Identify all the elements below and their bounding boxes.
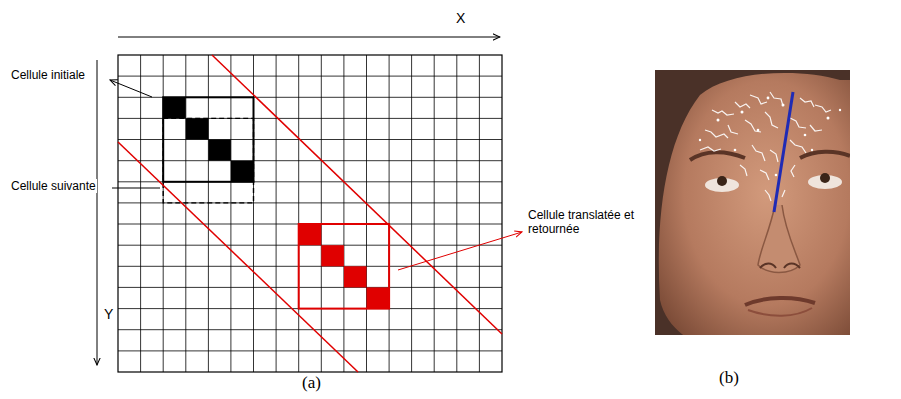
band-line [212, 55, 502, 334]
band-line [118, 142, 358, 372]
initial-cell [163, 97, 253, 182]
translated-cell [299, 224, 389, 309]
y-axis-arrow [97, 60, 98, 365]
leader-line [110, 80, 152, 97]
panel-label: (a) [301, 373, 322, 393]
next-cell [163, 118, 253, 202]
axis-label: X [455, 10, 466, 27]
leader-line [112, 188, 160, 189]
x-axis-arrow [118, 37, 500, 38]
panel-label: (b) [718, 368, 740, 388]
axis-label: Y [103, 306, 114, 323]
callout-label: Cellule initiale [10, 68, 86, 82]
pixel-grid [118, 55, 502, 372]
symmetry-axis [774, 92, 793, 212]
leader-line [398, 232, 522, 270]
callout-label: Cellule translatée et retournée [527, 208, 647, 237]
face-photo [655, 70, 855, 340]
callout-label: Cellule suivante [10, 179, 97, 193]
